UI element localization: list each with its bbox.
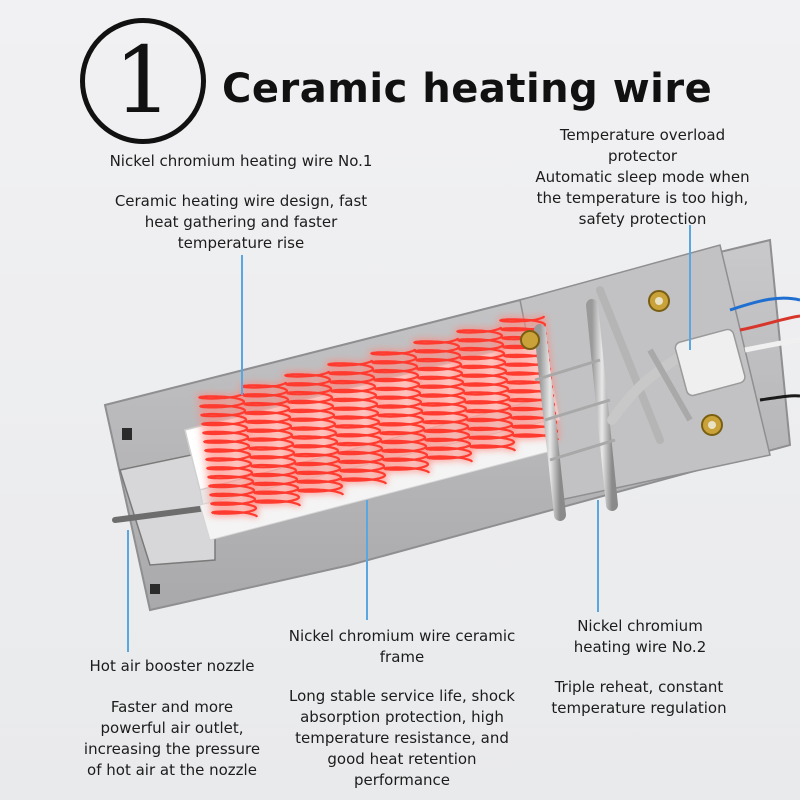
coil-turns-5: [369, 348, 431, 474]
temperature-overload-protector: [520, 290, 800, 436]
coil-turns-2: [240, 381, 302, 507]
wire1-label: Nickel chromium heating wire No.1: [109, 152, 373, 170]
coil-turns-4: [326, 359, 388, 485]
coil-turns-7: [455, 326, 517, 452]
wire1-description: Ceramic heating wire design, fast heat g…: [114, 192, 368, 252]
coil-turns-1: [197, 392, 259, 518]
wire2-description: Triple reheat, constant temperature regu…: [551, 678, 727, 717]
coil-turns-6: [412, 337, 474, 463]
frame-description: Long stable service life, shock absorpti…: [289, 687, 515, 789]
leader-lines: [127, 225, 691, 652]
coil-turns-3: [283, 370, 345, 496]
page-title: Ceramic heating wire: [222, 66, 713, 112]
frame-label: Nickel chromium wire ceramic frame: [288, 627, 516, 666]
protector-label: Temperature overload protector Automatic…: [535, 126, 750, 228]
nozzle-description: Faster and more powerful air outlet, inc…: [83, 698, 261, 779]
nozzle-label: Hot air booster nozzle: [89, 657, 255, 675]
wire2-label: Nickel chromium heating wire No.2: [573, 617, 707, 656]
step-number-badge: 1: [80, 18, 206, 144]
